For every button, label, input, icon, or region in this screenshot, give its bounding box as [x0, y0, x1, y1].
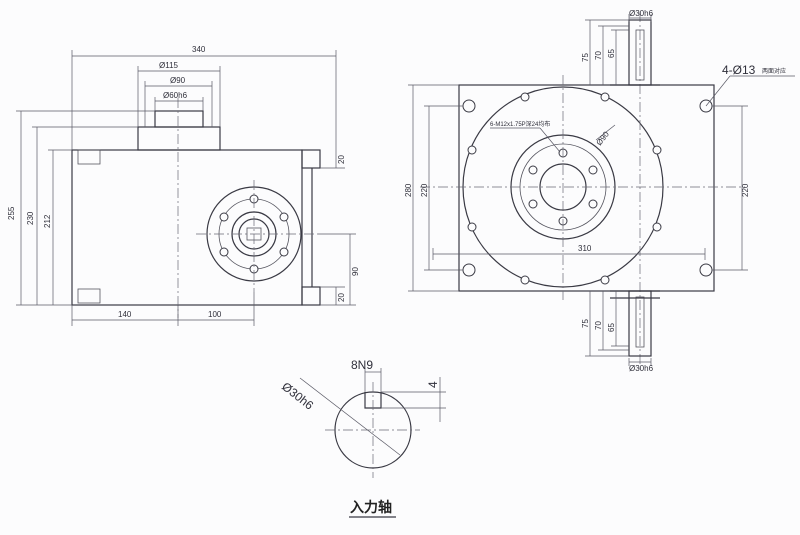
dim-255: 255 — [7, 206, 16, 220]
label-mount-holes-note: 两面对应 — [762, 67, 786, 75]
dim-spigot-dia: Ø60h6 — [163, 91, 188, 100]
front-flange-bottom — [301, 286, 321, 306]
label-tapped-holes: 6-M12x1.75P深24均布 — [490, 120, 550, 128]
housing-hole — [600, 92, 610, 102]
dim-shaft-dia-top: Ø30h6 — [629, 9, 654, 18]
bolt-hole — [219, 247, 229, 257]
housing-hole — [467, 222, 477, 232]
housing-hole — [467, 145, 477, 155]
bolt-hole — [279, 212, 289, 222]
tapped-hole — [588, 199, 598, 209]
top-view: Ø30h6 75 70 65 4-Ø13 两面对应 6-M12x1.75P深24… — [404, 9, 795, 373]
top-shaft-key — [635, 29, 645, 81]
front-boss — [137, 126, 221, 151]
dim-100: 100 — [208, 310, 222, 319]
dim-220-left: 220 — [420, 183, 429, 197]
detail-title: 入力轴 — [350, 499, 392, 516]
dim-140: 140 — [118, 310, 132, 319]
dim-340: 340 — [192, 45, 206, 54]
dim-75-bottom: 75 — [581, 319, 590, 328]
dim-75-top: 75 — [581, 53, 590, 62]
housing-hole — [652, 145, 662, 155]
mount-hole — [462, 99, 476, 113]
dim-212: 212 — [43, 214, 52, 228]
dim-65-top: 65 — [607, 49, 616, 58]
dim-220-right: 220 — [741, 183, 750, 197]
mount-hole — [699, 263, 713, 277]
dim-310: 310 — [578, 244, 592, 253]
housing-hole — [652, 222, 662, 232]
front-step-top — [77, 149, 101, 165]
front-spigot — [154, 110, 204, 128]
keyway-detail: 8N9 4 Ø30h6 入力轴 — [279, 358, 446, 518]
dim-65-bottom: 65 — [607, 323, 616, 332]
dim-70-top: 70 — [594, 51, 603, 60]
tapped-hole — [588, 165, 598, 175]
dim-230: 230 — [26, 211, 35, 225]
housing-hole — [520, 92, 530, 102]
mount-hole — [462, 263, 476, 277]
dim-70-bottom: 70 — [594, 321, 603, 330]
dim-pilot-dia: Ø90 — [170, 76, 186, 85]
front-view: 340 Ø115 Ø90 Ø60h6 255 230 212 20 90 — [7, 45, 360, 326]
dim-flange-bottom: 20 — [337, 293, 346, 302]
dim-key-width: 8N9 — [351, 358, 373, 372]
dim-pcd: Ø90 — [594, 129, 611, 147]
front-step-bottom — [77, 288, 101, 304]
bottom-shaft-key — [635, 296, 645, 348]
dim-flange-top: 20 — [337, 155, 346, 164]
dim-boss-dia: Ø115 — [159, 61, 179, 70]
bolt-hole — [279, 247, 289, 257]
dim-shaft-dia-bottom: Ø30h6 — [629, 364, 654, 373]
tapped-hole — [528, 165, 538, 175]
dim-shaft-height: 90 — [351, 267, 360, 276]
top-plate — [458, 84, 715, 292]
dim-280: 280 — [404, 183, 413, 197]
housing-hole — [520, 275, 530, 285]
dim-key-depth: 4 — [426, 381, 440, 388]
tapped-hole — [528, 199, 538, 209]
bolt-hole — [219, 212, 229, 222]
housing-hole — [600, 275, 610, 285]
label-mount-holes: 4-Ø13 — [722, 63, 756, 77]
dim-section-shaft-dia: Ø30h6 — [279, 379, 316, 412]
front-flange-top — [301, 149, 321, 169]
